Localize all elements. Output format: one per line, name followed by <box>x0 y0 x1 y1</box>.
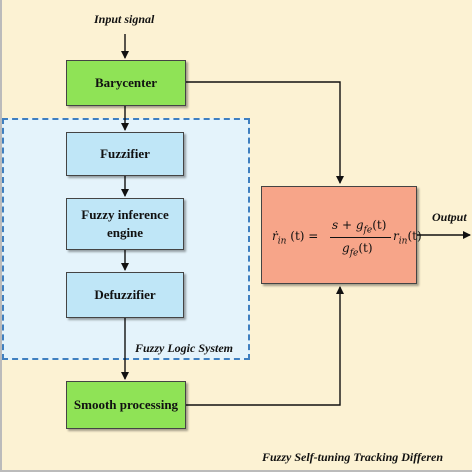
smooth-processing-block: Smooth processing <box>66 381 186 429</box>
output-label: Output <box>432 210 467 224</box>
inference-label-line1: Fuzzy inference <box>81 207 169 222</box>
fraction-bar <box>330 237 391 238</box>
fuzzifier-block: Fuzzifier <box>66 132 184 176</box>
formula-denominator: gfe(t) <box>342 241 373 259</box>
arrow-smooth-to-formula <box>186 286 344 406</box>
fuzzy-logic-system-label: Fuzzy Logic System <box>135 341 233 355</box>
tracking-differentiator-formula-block: ṙin (t) = s + gfe(t) gfe(t) rin(t) <box>261 186 422 285</box>
fuzzy-inference-engine-block: Fuzzy inference engine <box>66 198 184 250</box>
arrow-barycenter-to-formula <box>186 81 344 184</box>
barycenter-label: Barycenter <box>94 75 158 90</box>
inference-label-line2: engine <box>106 225 144 240</box>
defuzzifier-block: Defuzzifier <box>66 272 184 318</box>
formula-lhs: ṙin (t) = <box>272 229 319 247</box>
smooth-processing-label: Smooth processing <box>73 397 179 412</box>
formula-numerator: s + gfe(t) <box>332 218 387 236</box>
input-signal-label: Input signal <box>94 12 155 26</box>
footer-title: Fuzzy Self-tuning Tracking Differen <box>262 450 444 464</box>
formula-rhs: rin(t) <box>393 229 422 247</box>
formula: ṙin (t) = s + gfe(t) gfe(t) rin(t) <box>262 187 422 285</box>
barycenter-block: Barycenter <box>66 60 186 106</box>
defuzzifier-label: Defuzzifier <box>94 287 156 302</box>
fuzzifier-label: Fuzzifier <box>100 146 150 161</box>
